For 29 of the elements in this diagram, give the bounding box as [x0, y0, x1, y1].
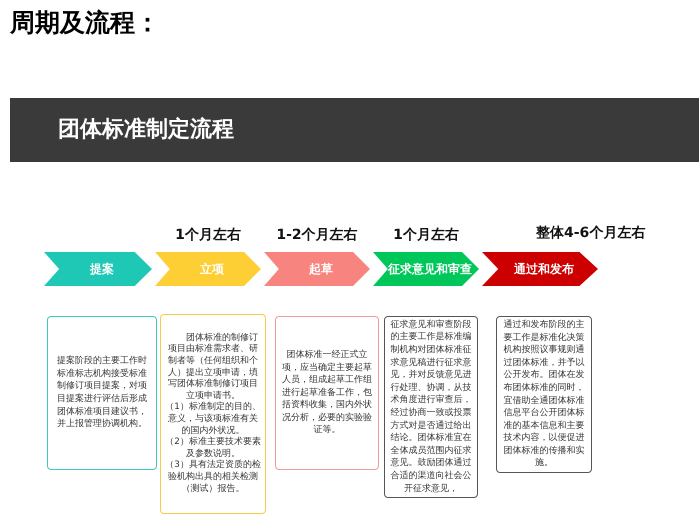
description-text: 征求意见和审查阶段的主要工作是标准编制机构对团体标准征求意见稿进行征求意见，并对反馈意见进行处理、协调，从技术角度进行审查后，经过协商一致或投票方式对是否通过给出结论。团体标准宜在全体成员范围内征求意见。鼓励团体通过合适的渠道向社会公开征求意见，: [390, 318, 472, 496]
description-text: 提案阶段的主要工作时标准标志机构接受标准制修订项目提案，对项目提案进行评估后形成团体标准项目建议书，并上报管理协调机构。: [56, 355, 148, 431]
step-label: 征求意见和审查: [386, 261, 473, 278]
description-card: [275, 316, 379, 470]
banner-heading: 团体标准制定流程: [58, 116, 234, 144]
page-title: 周期及流程：: [10, 7, 160, 39]
duration-label: 1个月左右: [174, 226, 242, 244]
step-label: 起草: [308, 261, 334, 278]
description-text: （2）标准主要技术要素及参数说明。: [165, 437, 261, 460]
description-card: [384, 316, 478, 498]
description-card: [496, 316, 592, 473]
description-text: （1）标准制定的目的、意义，与该项标准有关的国内外状况。: [165, 402, 261, 436]
description-text: 团体标准一经正式立项，应当确定主要起草人员，组成起草工作组进行起草准备工作，包括资料收集，国内外状况分析，必要的实验验证等。: [281, 348, 373, 438]
description-text: 通过和发布阶段的主要工作是标准化决策机构按照议事规则通过团体标准，并予以公开发布。团体在发布团体标准的同时，宜借助全通团体标准信息平台公开团体标准的基本信息和主要技术内容，以便促进团体标准的传播和实施。: [502, 318, 586, 470]
process-step: [373, 252, 479, 286]
description-text: （3）具有法定资质的检验机构出具的相关检测（测试）报告。: [165, 460, 261, 496]
process-step: [155, 252, 261, 286]
step-label: 立项: [199, 261, 225, 278]
process-step: [264, 252, 370, 286]
step-label: 提案: [88, 261, 115, 278]
process-step: [482, 252, 598, 286]
description-card: [160, 314, 266, 514]
duration-label: 1-2个月左右: [275, 226, 359, 244]
step-label: 通过和发布: [513, 261, 575, 278]
description-card: [47, 316, 157, 470]
process-step: [44, 252, 152, 286]
duration-label: 整体4-6个月左右: [536, 224, 646, 242]
duration-label: 1个月左右: [392, 226, 460, 244]
description-text: 团体标准的制修订项目由标准需求者、研制者等（任何组织和个人）提出立项申请，填写团体标准制修订项目立项申请书。: [167, 332, 259, 402]
